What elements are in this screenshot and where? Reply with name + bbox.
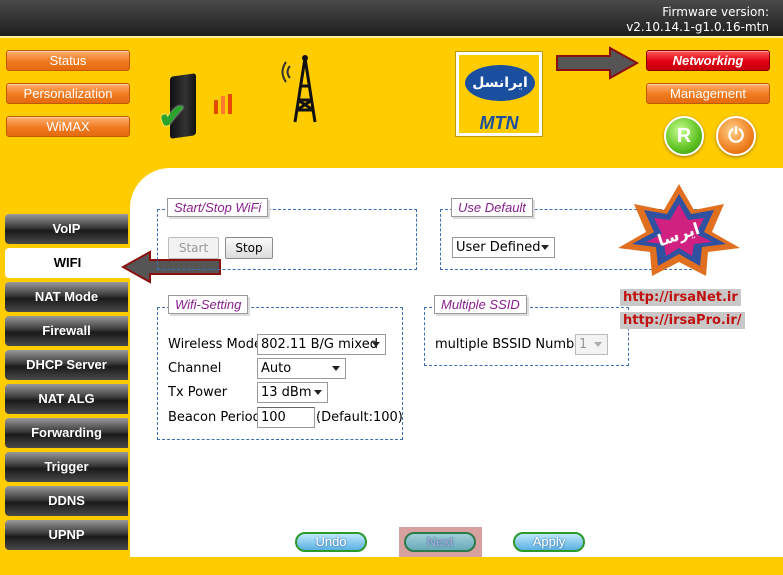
top-bar: Firmware version: v2.10.14.1-g1.0.16-mtn [0,0,783,38]
channel-label: Channel [168,361,222,376]
tx-power-select[interactable]: 13 dBm [257,382,328,403]
use-default-value: User Defined [456,240,541,255]
watermark-url-2: http://irsaPro.ir/ [620,312,745,329]
tx-power-value: 13 dBm [261,385,312,400]
checkmark-icon: ✔ [158,98,187,136]
sidebar-item-ddns[interactable]: DDNS [5,486,128,516]
bssid-number-label: multiple BSSID Number [435,337,588,352]
tx-power-label: Tx Power [168,385,228,400]
wifi-setting-legend: Wifi-Setting [168,295,249,314]
chevron-down-icon [594,342,602,347]
sidebar-item-wifi[interactable]: WIFI [5,248,130,278]
use-default-select[interactable]: User Defined [452,237,555,258]
channel-value: Auto [261,361,292,376]
logo-mtn: MTN [479,113,519,133]
power-icon[interactable]: ⏻ [716,116,756,156]
stop-button[interactable]: Stop [225,237,273,259]
next-button[interactable]: Next [404,532,476,552]
bssid-number-value: 1 [579,337,588,352]
start-button[interactable]: Start [168,237,219,259]
wireless-mode-select[interactable]: 802.11 B/G mixed [257,334,386,355]
sidebar-item-upnp[interactable]: UPNP [5,520,128,550]
sidebar-item-nat-alg[interactable]: NAT ALG [5,384,128,414]
wireless-mode-value: 802.11 B/G mixed [261,337,378,352]
personalization-button[interactable]: Personalization [6,83,130,104]
chevron-down-icon [372,342,380,347]
sidebar-item-nat-mode[interactable]: NAT Mode [5,282,128,312]
logo-farsi: ایرانسل [465,65,535,101]
networking-button[interactable]: Networking [646,50,770,71]
apply-button[interactable]: Apply [513,532,585,552]
beacon-period-input[interactable]: 100 [257,407,315,428]
start-stop-legend: Start/Stop WiFi [167,198,269,217]
channel-select[interactable]: Auto [257,358,346,379]
sidebar-item-forwarding[interactable]: Forwarding [5,418,128,448]
sidebar-item-trigger[interactable]: Trigger [5,452,128,482]
management-button[interactable]: Management [646,83,770,104]
chevron-down-icon [541,245,549,250]
sidebar-item-dhcp-server[interactable]: DHCP Server [5,350,128,380]
watermark-url-1: http://irsaNet.ir [620,289,741,306]
firmware-info: Firmware version: v2.10.14.1-g1.0.16-mtn [626,5,769,35]
arrow-right-icon [556,46,640,80]
signal-bars-icon [214,94,232,114]
firmware-label: Firmware version: [662,5,769,19]
wireless-mode-label: Wireless Mode [168,337,262,352]
status-button[interactable]: Status [6,50,130,71]
use-default-legend: Use Default [451,198,533,217]
start-stop-wifi-group [157,209,417,270]
bssid-number-select[interactable]: 1 [575,334,608,355]
wifi-setting-group [157,307,403,440]
irancell-mtn-logo: ایرانسل MTN [456,52,542,136]
cell-tower-icon [281,55,317,123]
wimax-button[interactable]: WiMAX [6,116,130,137]
beacon-period-label: Beacon Period [168,410,261,425]
beacon-default-hint: (Default:100) [316,410,403,425]
irsa-watermark-logo: ایرسا [618,184,740,276]
chevron-down-icon [314,390,322,395]
multiple-ssid-legend: Multiple SSID [434,295,527,314]
reboot-icon[interactable]: R [664,116,704,156]
sidebar-item-voip[interactable]: VoIP [5,214,128,244]
sidebar-item-firewall[interactable]: Firewall [5,316,128,346]
chevron-down-icon [332,366,340,371]
undo-button[interactable]: Undo [295,532,367,552]
arrow-left-icon [120,250,221,284]
firmware-value: v2.10.14.1-g1.0.16-mtn [626,20,769,34]
bottom-strip [0,557,783,575]
